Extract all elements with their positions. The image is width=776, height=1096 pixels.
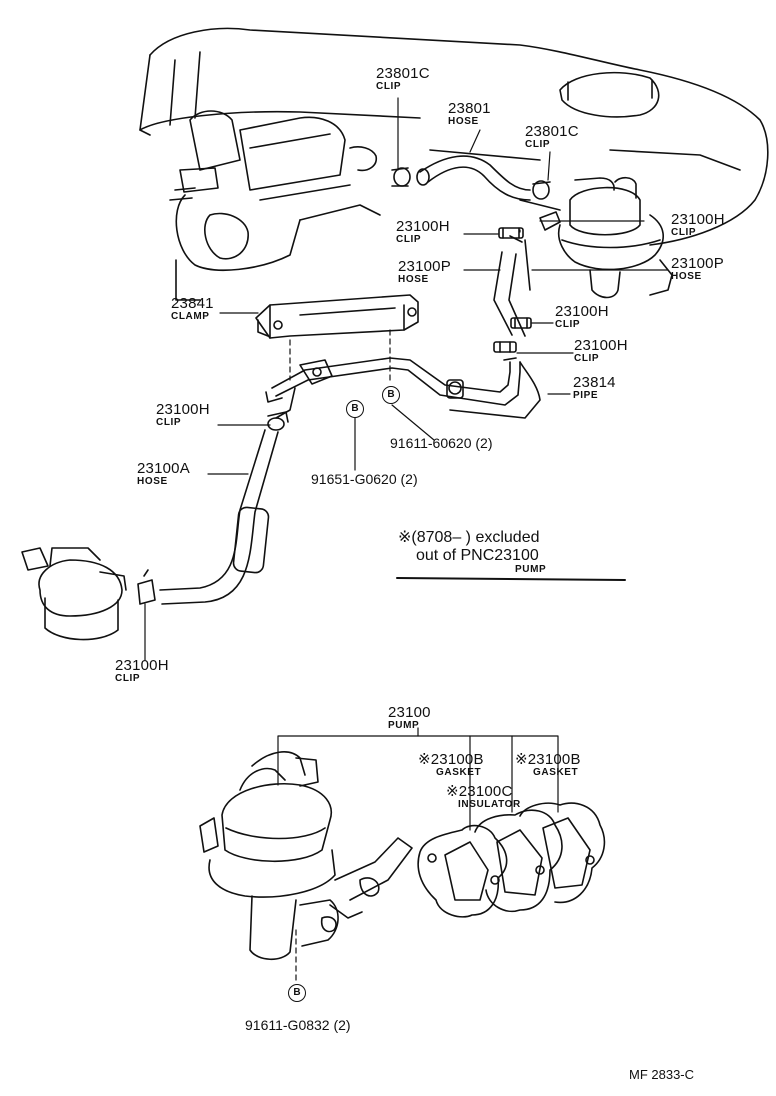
note-line1: ※(8708– ) excluded xyxy=(398,529,540,546)
hose-23100p-drawing xyxy=(493,235,531,337)
part-number: ※23100C xyxy=(446,783,513,800)
label-gasket-23100b-1: ※23100B GASKET xyxy=(418,752,484,778)
bolt-marker-b1: B xyxy=(382,386,400,404)
part-name: HOSE xyxy=(448,116,479,127)
part-number: 23100H xyxy=(555,303,609,320)
part-number: 23841 xyxy=(171,295,214,312)
part-number: 23100H xyxy=(115,657,169,674)
pipe-23814-drawing xyxy=(265,357,541,419)
fuel-filter-drawing xyxy=(21,547,156,641)
part-name: CLIP xyxy=(671,227,697,238)
note-line2: out of PNC23100 xyxy=(416,547,539,564)
hose-23100a-drawing xyxy=(159,411,289,605)
leader-lines xyxy=(144,97,669,831)
bolt-ref-b2: 91651-G0620 (2) xyxy=(311,471,418,487)
label-clip-23801c-right: 23801C CLIP xyxy=(525,124,579,150)
label-pipe-23814: 23814 PIPE xyxy=(573,375,616,401)
part-number: ※23100B xyxy=(418,751,484,768)
part-number: 23814 xyxy=(573,374,616,391)
bolt-ref-b1: 91611-60620 (2) xyxy=(390,435,493,451)
part-number: 23100H xyxy=(574,337,628,354)
label-insulator-23100c: ※23100C INSULATOR xyxy=(446,784,521,810)
part-name: GASKET xyxy=(436,767,482,778)
label-hose-23100a: 23100A HOSE xyxy=(137,461,190,487)
part-number: 23801 xyxy=(448,100,491,117)
label-clip-23801c-top: 23801C CLIP xyxy=(376,66,430,92)
label-clip-23100h-mid1: 23100H CLIP xyxy=(555,304,609,330)
label-clip-23100h-upper-left: 23100H CLIP xyxy=(396,219,450,245)
part-number: 23100A xyxy=(137,460,190,477)
part-name: CLIP xyxy=(525,139,551,150)
part-name: HOSE xyxy=(137,476,168,487)
part-name: CLAMP xyxy=(171,311,210,322)
engine-block-drawing xyxy=(139,27,769,301)
part-name: HOSE xyxy=(671,271,702,282)
label-clip-23100h-left: 23100H CLIP xyxy=(156,402,210,428)
part-name: CLIP xyxy=(574,353,600,364)
gaskets-drawing xyxy=(417,802,606,918)
label-gasket-23100b-2: ※23100B GASKET xyxy=(515,752,581,778)
label-clip-23100h-mid2: 23100H CLIP xyxy=(574,338,628,364)
label-clip-23100h-bottom: 23100H CLIP xyxy=(115,658,169,684)
upper-fuel-pump-drawing xyxy=(539,176,673,299)
bolt-marker-b3: B xyxy=(288,984,306,1002)
diagram-code: MF 2833-C xyxy=(629,1067,695,1082)
part-number: 23801C xyxy=(376,65,430,82)
part-name: PIPE xyxy=(573,390,599,401)
label-hose-23100p-left: 23100P HOSE xyxy=(398,259,451,285)
bolt-ref-b3: 91611-G0832 (2) xyxy=(245,1017,351,1033)
part-name: CLIP xyxy=(555,319,581,330)
part-name: GASKET xyxy=(533,767,579,778)
part-name: CLIP xyxy=(156,417,182,428)
part-name: PUMP xyxy=(388,720,420,731)
clamp-23841-drawing xyxy=(255,294,419,339)
note-line2-sub: PUMP xyxy=(515,564,547,575)
part-name: HOSE xyxy=(398,274,429,285)
part-number: 23100 xyxy=(388,704,431,721)
label-clip-23100h-upper-right: 23100H CLIP xyxy=(671,212,725,238)
hose-23801-drawing xyxy=(391,155,551,201)
label-clamp-23841: 23841 CLAMP xyxy=(171,296,214,322)
part-number: 23801C xyxy=(525,123,579,140)
part-number: 23100H xyxy=(156,401,210,418)
lower-fuel-pump-drawing xyxy=(199,751,413,961)
part-name: CLIP xyxy=(376,81,402,92)
part-number: 23100P xyxy=(671,255,724,272)
label-pump-23100: 23100 PUMP xyxy=(388,705,431,731)
part-number: 23100P xyxy=(398,258,451,275)
part-name: CLIP xyxy=(396,234,422,245)
part-number: 23100H xyxy=(671,211,725,228)
label-hose-23100p-right: 23100P HOSE xyxy=(671,256,724,282)
part-name: INSULATOR xyxy=(458,799,521,810)
label-hose-23801: 23801 HOSE xyxy=(448,101,491,127)
part-name: CLIP xyxy=(115,673,141,684)
part-number: 23100H xyxy=(396,218,450,235)
dashed-leaders xyxy=(289,329,391,981)
part-number: ※23100B xyxy=(515,751,581,768)
bolt-marker-b2: B xyxy=(346,400,364,418)
